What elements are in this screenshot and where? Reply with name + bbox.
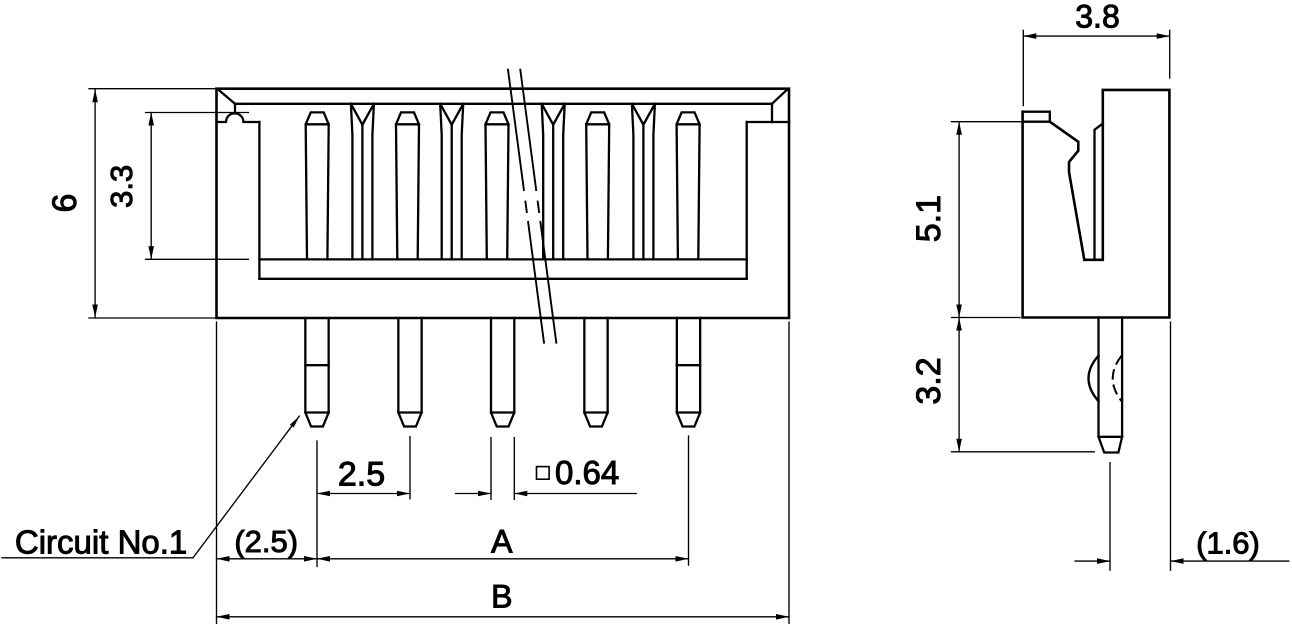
svg-text:(2.5): (2.5) <box>234 524 298 559</box>
svg-text:B: B <box>491 578 512 614</box>
svg-text:3.3: 3.3 <box>104 165 139 208</box>
svg-text:3.2: 3.2 <box>910 357 948 404</box>
svg-text:A: A <box>491 524 513 560</box>
svg-text:(1.6): (1.6) <box>1196 526 1260 561</box>
svg-text:3.8: 3.8 <box>1075 0 1119 35</box>
svg-text:Circuit No.1: Circuit No.1 <box>15 524 187 561</box>
svg-text:5.1: 5.1 <box>910 195 948 242</box>
svg-text:2.5: 2.5 <box>338 456 385 494</box>
svg-text:0.64: 0.64 <box>555 454 619 491</box>
svg-text:6: 6 <box>46 194 84 213</box>
